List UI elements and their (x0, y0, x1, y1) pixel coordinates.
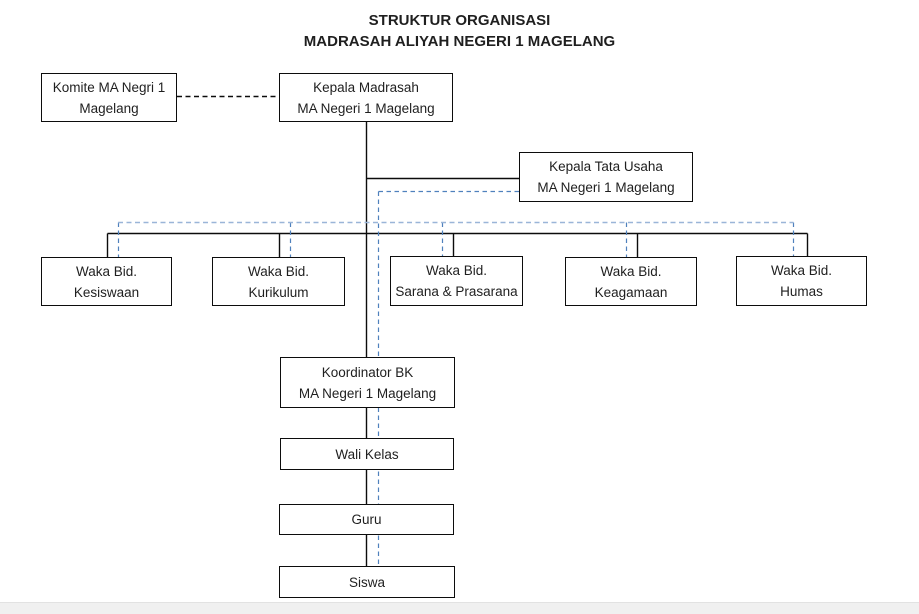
node-label-line-1: Komite MA Negri 1 (52, 79, 166, 95)
org-node-waka-kesiswaan: Waka Bid. Kesiswaan (41, 257, 172, 306)
org-node-waka-humas: Waka Bid. Humas (736, 256, 867, 306)
node-label-line-2: Humas (780, 284, 823, 299)
org-node-waka-sarana-prasarana: Waka Bid. Sarana & Prasarana (390, 256, 523, 306)
org-node-koordinator-bk: Koordinator BK MA Negeri 1 Magelang (280, 357, 455, 408)
org-node-waka-kurikulum: Waka Bid. Kurikulum (212, 257, 345, 306)
node-label-line-2: MA Negeri 1 Magelang (298, 385, 437, 401)
title-line-2: MADRASAH ALIYAH NEGERI 1 MAGELANG (303, 33, 616, 50)
node-label-line-2: MA Negeri 1 Magelang (537, 180, 675, 195)
node-label-line-1: Guru (351, 512, 382, 527)
page-title: STRUKTUR ORGANISASI MADRASAH ALIYAH NEGE… (0, 10, 919, 52)
org-node-wali-kelas: Wali Kelas (280, 438, 454, 470)
node-label-line-1: Waka Bid. (600, 263, 662, 279)
node-label-line-1: Koordinator BK (321, 364, 414, 380)
node-label-line-1: Siswa (348, 574, 385, 590)
org-node-waka-keagamaan: Waka Bid. Keagamaan (565, 257, 697, 306)
org-node-siswa: Siswa (279, 566, 455, 598)
node-label-line-2: Magelang (79, 100, 139, 116)
org-node-kepala-tata-usaha: Kepala Tata Usaha MA Negeri 1 Magelang (519, 152, 693, 202)
node-label-line-1: Waka Bid. (247, 263, 310, 279)
node-label-line-2: Kesiswaan (73, 284, 140, 300)
node-label-line-1: Kepala Madrasah (313, 79, 419, 95)
dashed-blue-connectors (117, 190, 795, 566)
node-label-line-1: Waka Bid. (770, 263, 833, 278)
node-label-line-1: Waka Bid. (425, 263, 488, 278)
bottom-gray-strip (0, 602, 919, 614)
node-label-line-2: Sarana & Prasarana (395, 284, 518, 299)
node-label-line-1: Wali Kelas (335, 446, 399, 462)
node-label-line-2: Keagamaan (594, 284, 668, 300)
title-line-1: STRUKTUR ORGANISASI (368, 12, 551, 29)
org-node-komite: Komite MA Negri 1 Magelang (41, 73, 177, 122)
org-node-guru: Guru (279, 504, 454, 535)
node-label-line-1: Waka Bid. (75, 263, 138, 279)
solid-connectors (106, 122, 809, 566)
node-label-line-2: MA Negeri 1 Magelang (297, 100, 435, 116)
node-label-line-2: Kurikulum (248, 284, 309, 300)
org-node-kepala-madrasah: Kepala Madrasah MA Negeri 1 Magelang (279, 73, 453, 122)
node-label-line-1: Kepala Tata Usaha (549, 159, 663, 174)
